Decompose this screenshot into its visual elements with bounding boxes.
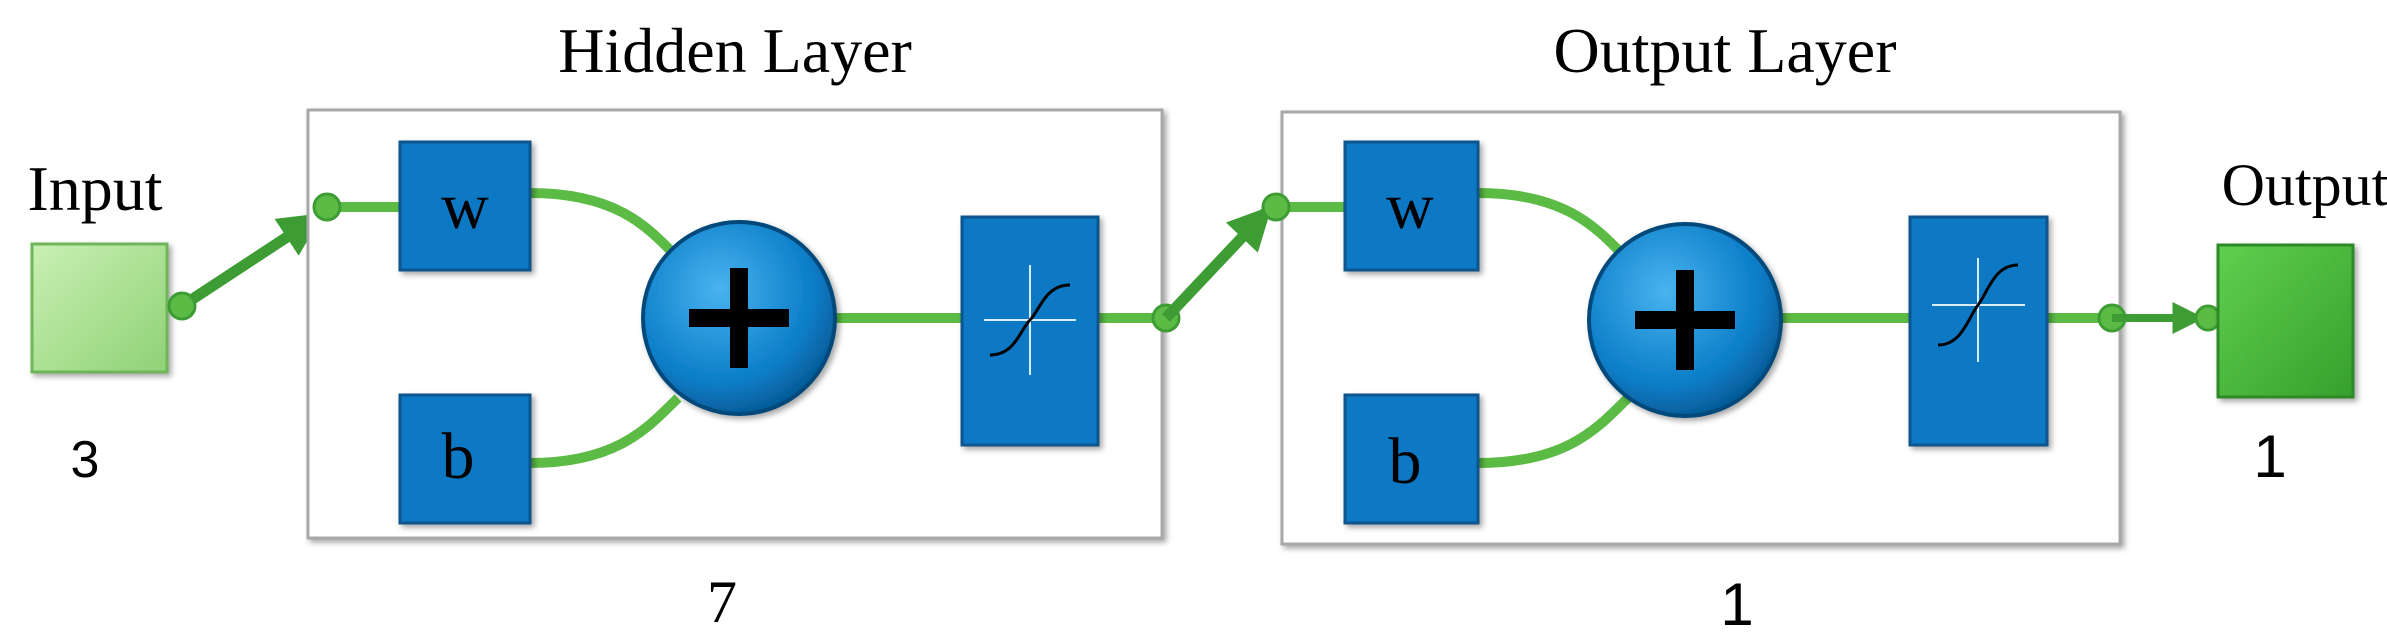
output-label: Output [2222,152,2387,218]
output-layer-title: Output Layer [1554,15,1897,86]
input-node [30,242,169,374]
output-weight-block [1343,140,1480,272]
plus-circle-icon [1587,222,1783,418]
hidden-layer-title: Hidden Layer [558,15,912,86]
sigmoid-transfer-icon [960,215,1100,447]
inter-layer-arrow [1161,205,1273,322]
output-node [2216,243,2355,399]
output-node-connector-dot [2194,304,2222,332]
output-weight-label: w [1386,170,1434,243]
plus-circle-icon [641,220,837,416]
input-size: 3 [71,431,100,489]
hidden-layer-size: 7 [707,569,737,635]
output-bias-label: b [1389,425,1422,498]
input-arrow [178,213,324,311]
hidden-bias-label: b [442,420,475,493]
hidden-weight-label: w [441,170,489,243]
hidden-input-connector-dot [312,192,342,222]
sigmoid-transfer-icon [1908,215,2049,447]
hidden-bias-block [398,393,532,525]
input-label: Input [27,153,162,224]
output-layer-size: 1 [1720,571,1753,638]
output-input-connector-dot [1261,192,1291,222]
output-size: 1 [2253,423,2286,490]
input-connector-dot [167,291,197,321]
hidden-weight-block [398,140,532,272]
output-bias-block [1343,393,1480,525]
